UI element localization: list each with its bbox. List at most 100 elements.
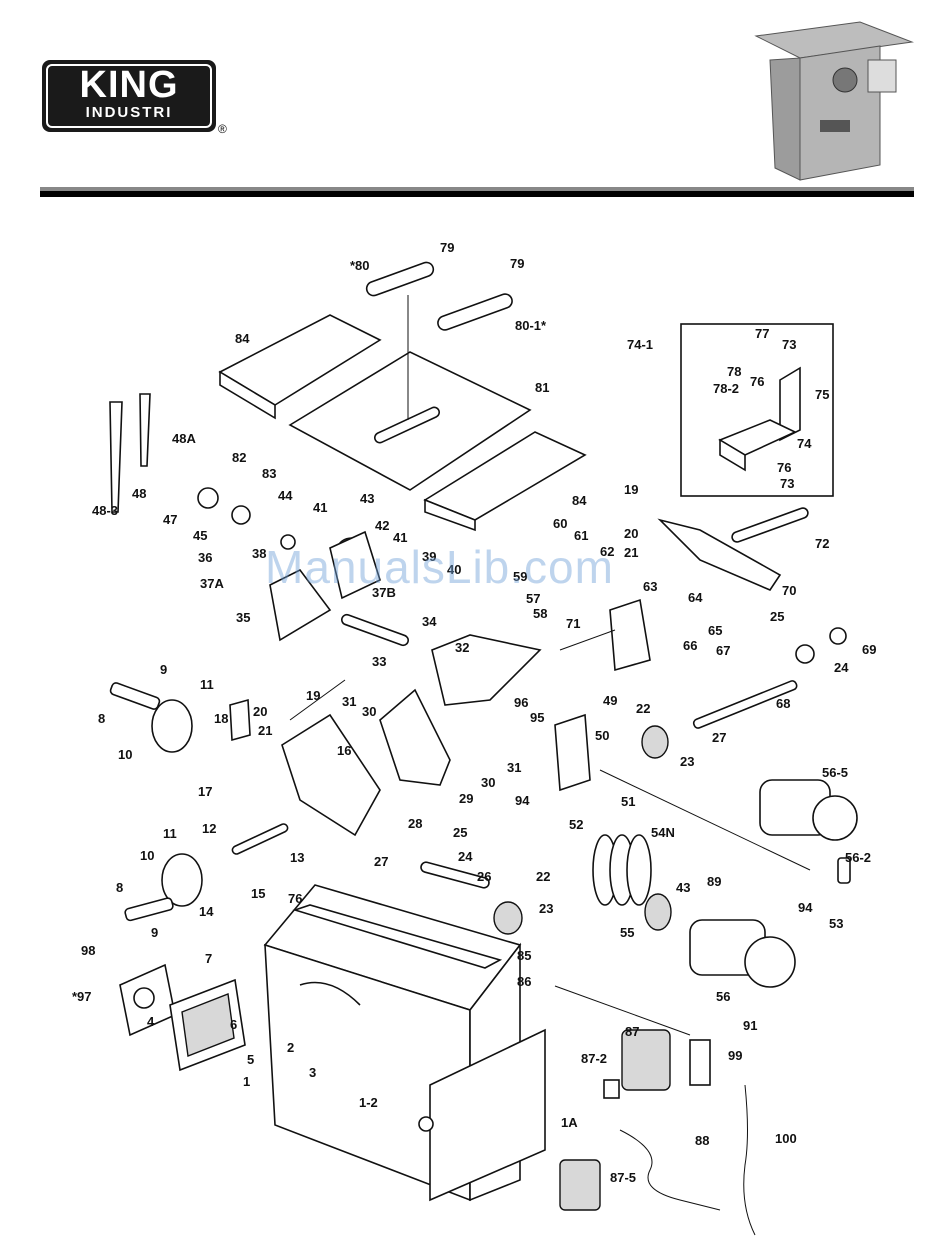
logo-brand: KING (79, 64, 179, 106)
part-label: 85 (517, 948, 531, 963)
part-label: 75 (815, 387, 829, 402)
part-label: 22 (536, 869, 550, 884)
part-label: 48A (172, 431, 196, 446)
part-label: 60 (553, 516, 567, 531)
part-label: 56 (716, 989, 730, 1004)
part-label: 21 (624, 545, 638, 560)
part-label: 77 (755, 326, 769, 341)
part-label: 24 (834, 660, 849, 675)
part-label: 9 (160, 662, 167, 677)
handwheel-10-top (151, 699, 193, 753)
part-label: 13 (290, 850, 304, 865)
part-label: 82 (232, 450, 246, 465)
part-label: 19 (624, 482, 638, 497)
part-label: 14 (199, 904, 214, 919)
part-label: 51 (621, 794, 635, 809)
part-label: 62 (600, 544, 614, 559)
part-label: 61 (574, 528, 588, 543)
part-label: 31 (342, 694, 356, 709)
part-label: 35 (236, 610, 250, 625)
part-label: 39 (422, 549, 436, 564)
part-label: 73 (782, 337, 796, 352)
part-label: 87-5 (610, 1170, 636, 1185)
handwheel-10-bottom (161, 853, 203, 907)
part-label: 36 (198, 550, 212, 565)
bracket-50 (554, 713, 591, 792)
part-label: 16 (337, 743, 351, 758)
part-label: 21 (258, 723, 272, 738)
key-56-2 (837, 857, 851, 884)
part-label: 10 (140, 848, 154, 863)
part-label: 23 (539, 901, 553, 916)
part-label: 56-2 (845, 850, 871, 865)
part-label: 43 (676, 880, 690, 895)
part-label: 26 (477, 869, 491, 884)
part-label: 54N (651, 825, 675, 840)
part-label: 10 (118, 747, 132, 762)
part-label: 34 (422, 614, 437, 629)
part-label: 33 (372, 654, 386, 669)
part-label: 4 (147, 1014, 155, 1029)
worm-23-top (641, 725, 669, 759)
part-label: 67 (716, 643, 730, 658)
part-label: 68 (776, 696, 790, 711)
part-label: 23 (680, 754, 694, 769)
inset-74-1-box (680, 323, 834, 497)
part-label: 27 (712, 730, 726, 745)
part-label: 81 (535, 380, 549, 395)
part-label: 95 (530, 710, 544, 725)
part-label: 94 (515, 793, 530, 808)
part-label: 63 (643, 579, 657, 594)
part-label: *80 (350, 258, 370, 273)
bracket-70 (657, 518, 782, 591)
wrench-48A (139, 393, 151, 467)
knob-1-2 (418, 1116, 434, 1132)
part-label: 86 (517, 974, 531, 989)
part-label: 38 (252, 546, 266, 561)
part-label: 43 (360, 491, 374, 506)
part-label: 80-1* (515, 318, 547, 333)
part-label: 76 (750, 374, 764, 389)
part-label: 44 (278, 488, 293, 503)
part-label: 28 (408, 816, 422, 831)
part-label: 69 (862, 642, 876, 657)
watermark: ManualsLib.com (265, 541, 614, 593)
part-label: 8 (116, 880, 123, 895)
part-label: 88 (695, 1133, 709, 1148)
part-label: 12 (202, 821, 216, 836)
part-label: 18 (214, 711, 228, 726)
part-label: 41 (393, 530, 407, 545)
trunnion-16 (281, 713, 381, 837)
switch-87 (621, 1029, 671, 1091)
plate-99 (689, 1039, 711, 1086)
part-label: 31 (507, 760, 521, 775)
part-label: 73 (780, 476, 794, 491)
part-label: 94 (798, 900, 813, 915)
bracket-63 (609, 598, 651, 672)
part-label: 66 (683, 638, 697, 653)
trunnion-29 (379, 688, 451, 786)
king-industrial-logo: KING INDUSTRI (42, 60, 216, 132)
part-label: 32 (455, 640, 469, 655)
part-label: 91 (743, 1018, 757, 1033)
part-label: 42 (375, 518, 389, 533)
worm-23-bottom (493, 901, 523, 935)
part-label: 41 (313, 500, 327, 515)
part-label: 59 (513, 569, 527, 584)
part-label: 2 (287, 1040, 294, 1055)
part-label: 64 (688, 590, 703, 605)
part-label: 89 (707, 874, 721, 889)
insert-plate-80 (365, 261, 435, 297)
part-label: 84 (572, 493, 587, 508)
part-label: 55 (620, 925, 634, 940)
part-label: 45 (193, 528, 207, 543)
arbor-bracket-35 (269, 568, 332, 642)
part-label: 48 (132, 486, 146, 501)
part-label: 1 (243, 1074, 250, 1089)
part-label: 8 (98, 711, 105, 726)
registered-mark: ® (218, 122, 227, 136)
part-label: 17 (198, 784, 212, 799)
part-label: 29 (459, 791, 473, 806)
header-rule (40, 187, 914, 197)
part-label: 79 (510, 256, 524, 271)
